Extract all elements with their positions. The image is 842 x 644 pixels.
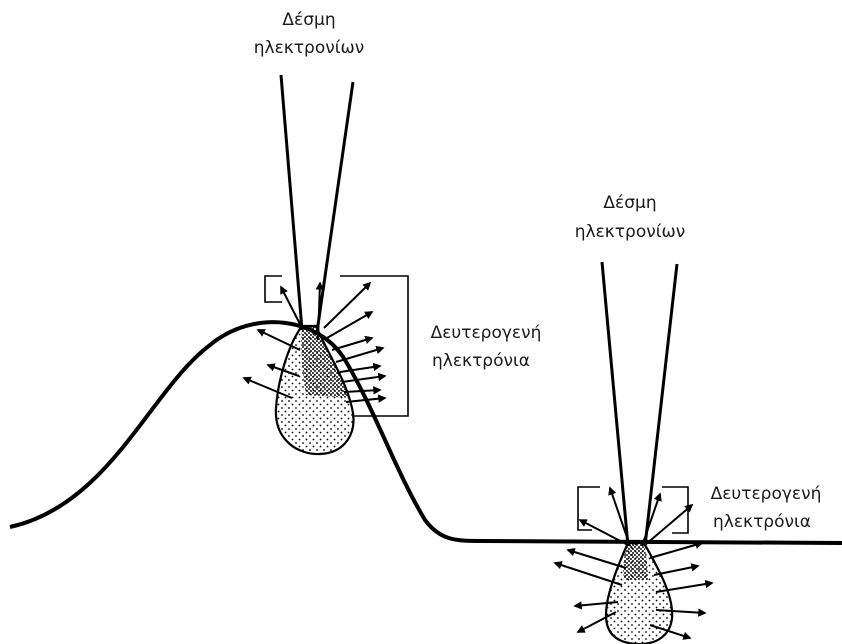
bracket-left-small xyxy=(265,276,282,302)
bracket-left-large xyxy=(340,276,408,416)
interaction-volume-left xyxy=(276,326,354,454)
secondary-label-left-line2: ηλεκτρόνια xyxy=(432,351,530,371)
specimen-surface xyxy=(10,322,842,543)
beam-label-right-line2: ηλεκτρονίων xyxy=(575,222,685,242)
beam-label-right-line1: Δέσμη xyxy=(603,193,656,213)
secondary-label-right-line1: Δευτερογενή xyxy=(711,484,822,504)
bracket-right-small xyxy=(578,487,600,530)
secondary-label-right-line2: ηλεκτρόνια xyxy=(713,512,811,532)
secondary-label-left-line1: Δευτερογενή xyxy=(431,323,542,343)
beam-label-left-line1: Δέσμη xyxy=(282,10,335,30)
beam-label-left-line2: ηλεκτρονίων xyxy=(254,38,364,58)
electron-beam-right xyxy=(602,262,677,546)
electron-beam-left xyxy=(281,75,353,332)
